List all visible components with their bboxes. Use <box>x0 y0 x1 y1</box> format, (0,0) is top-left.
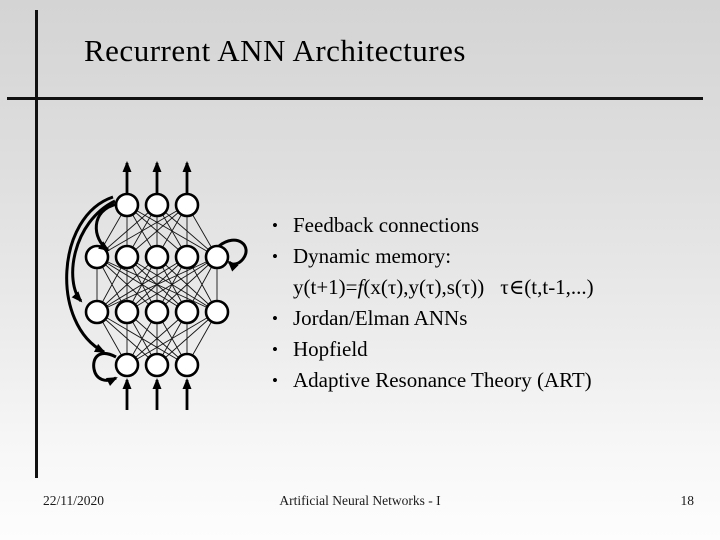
neuron-node-input-layer <box>174 352 200 378</box>
formula-function-f: f <box>357 275 364 299</box>
synapse-edge <box>156 256 218 313</box>
bullet-marker: • <box>272 247 278 266</box>
footer-date: 22/11/2020 <box>43 493 105 508</box>
neuron-node-hidden-layer-1 <box>174 299 200 325</box>
neuron-node-input-layer <box>144 352 170 378</box>
feedback-connection-mid-arc-to-hidden1 <box>71 199 116 303</box>
synapse-edge <box>156 311 218 366</box>
neuron-node-output-layer <box>174 192 200 218</box>
formula-text: y(t+1)=f(x(τ),y(τ),s(τ)) τ∈(t,t-1,...) <box>293 272 594 303</box>
formula-lhs: y(t+1)= <box>293 275 358 299</box>
neuron-node-output-layer <box>144 192 170 218</box>
synapse-edge <box>96 256 158 313</box>
neuron-node-hidden-layer-2 <box>144 244 170 270</box>
feedback-connection-self-loop-right <box>218 238 248 272</box>
memory-formula-line: y(t+1)=f(x(τ),y(τ),s(τ)) τ∈(t,t-1,...) <box>272 272 692 303</box>
neuron-node-hidden-layer-1 <box>84 299 110 325</box>
slide-footer: 22/11/2020 Artificial Neural Networks - … <box>0 493 720 509</box>
neuron-node-input-layer <box>114 352 140 378</box>
formula-tau-domain: τ∈(t,t-1,...) <box>500 275 594 299</box>
neuron-node-hidden-layer-1 <box>144 299 170 325</box>
neuron-node-hidden-layer-2 <box>174 244 200 270</box>
footer-course-title: Artificial Neural Networks - I <box>279 493 441 508</box>
formula-args: (x(τ),y(τ),s(τ)) <box>363 275 485 299</box>
neuron-node-hidden-layer-2 <box>204 244 230 270</box>
bullet-text: Hopfield <box>293 337 368 361</box>
synapse-edge <box>126 311 218 366</box>
bullet-list: • Feedback connections • Dynamic memory:… <box>272 210 692 396</box>
bullet-item-feedback: • Feedback connections <box>272 210 692 241</box>
recurrent-ann-diagram <box>65 161 248 410</box>
bullet-text: Adaptive Resonance Theory (ART) <box>293 368 592 392</box>
neuron-node-output-layer <box>114 192 140 218</box>
feedback-connection-self-loop-bottom-left <box>92 352 118 387</box>
synapse-edge <box>96 256 188 313</box>
bullet-marker-empty <box>272 272 293 303</box>
bullet-text: Jordan/Elman ANNs <box>293 306 468 330</box>
bullet-item-jordan-elman: • Jordan/Elman ANNs <box>272 303 692 334</box>
bullet-item-art: • Adaptive Resonance Theory (ART) <box>272 365 692 396</box>
neuron-node-hidden-layer-2 <box>114 244 140 270</box>
synapse-edge <box>126 311 188 366</box>
bullet-marker: • <box>272 216 278 235</box>
title-underline <box>7 97 703 100</box>
feedback-connection-hook-to-hidden2 <box>94 202 118 252</box>
synapse-edge <box>126 256 218 313</box>
synapse-edge <box>96 204 188 258</box>
feedback-connection-outer-arc-to-input <box>65 195 114 354</box>
neuron-node-hidden-layer-2 <box>84 244 110 270</box>
footer-page-number: 18 <box>680 493 695 508</box>
neuron-node-hidden-layer-1 <box>114 299 140 325</box>
bullet-item-dynamic-memory: • Dynamic memory: <box>272 241 692 272</box>
neuron-node-hidden-layer-1 <box>204 299 230 325</box>
bullet-item-hopfield: • Hopfield <box>272 334 692 365</box>
bullet-marker: • <box>272 340 278 359</box>
slide-title: Recurrent ANN Architectures <box>84 33 466 68</box>
bullet-marker: • <box>272 371 278 390</box>
bullet-text: Feedback connections <box>293 213 480 237</box>
synapse-edge <box>96 256 218 313</box>
left-accent-line <box>35 10 38 478</box>
synapse-edge <box>126 204 188 258</box>
bullet-text: Dynamic memory: <box>293 244 452 268</box>
bullet-marker: • <box>272 309 278 328</box>
